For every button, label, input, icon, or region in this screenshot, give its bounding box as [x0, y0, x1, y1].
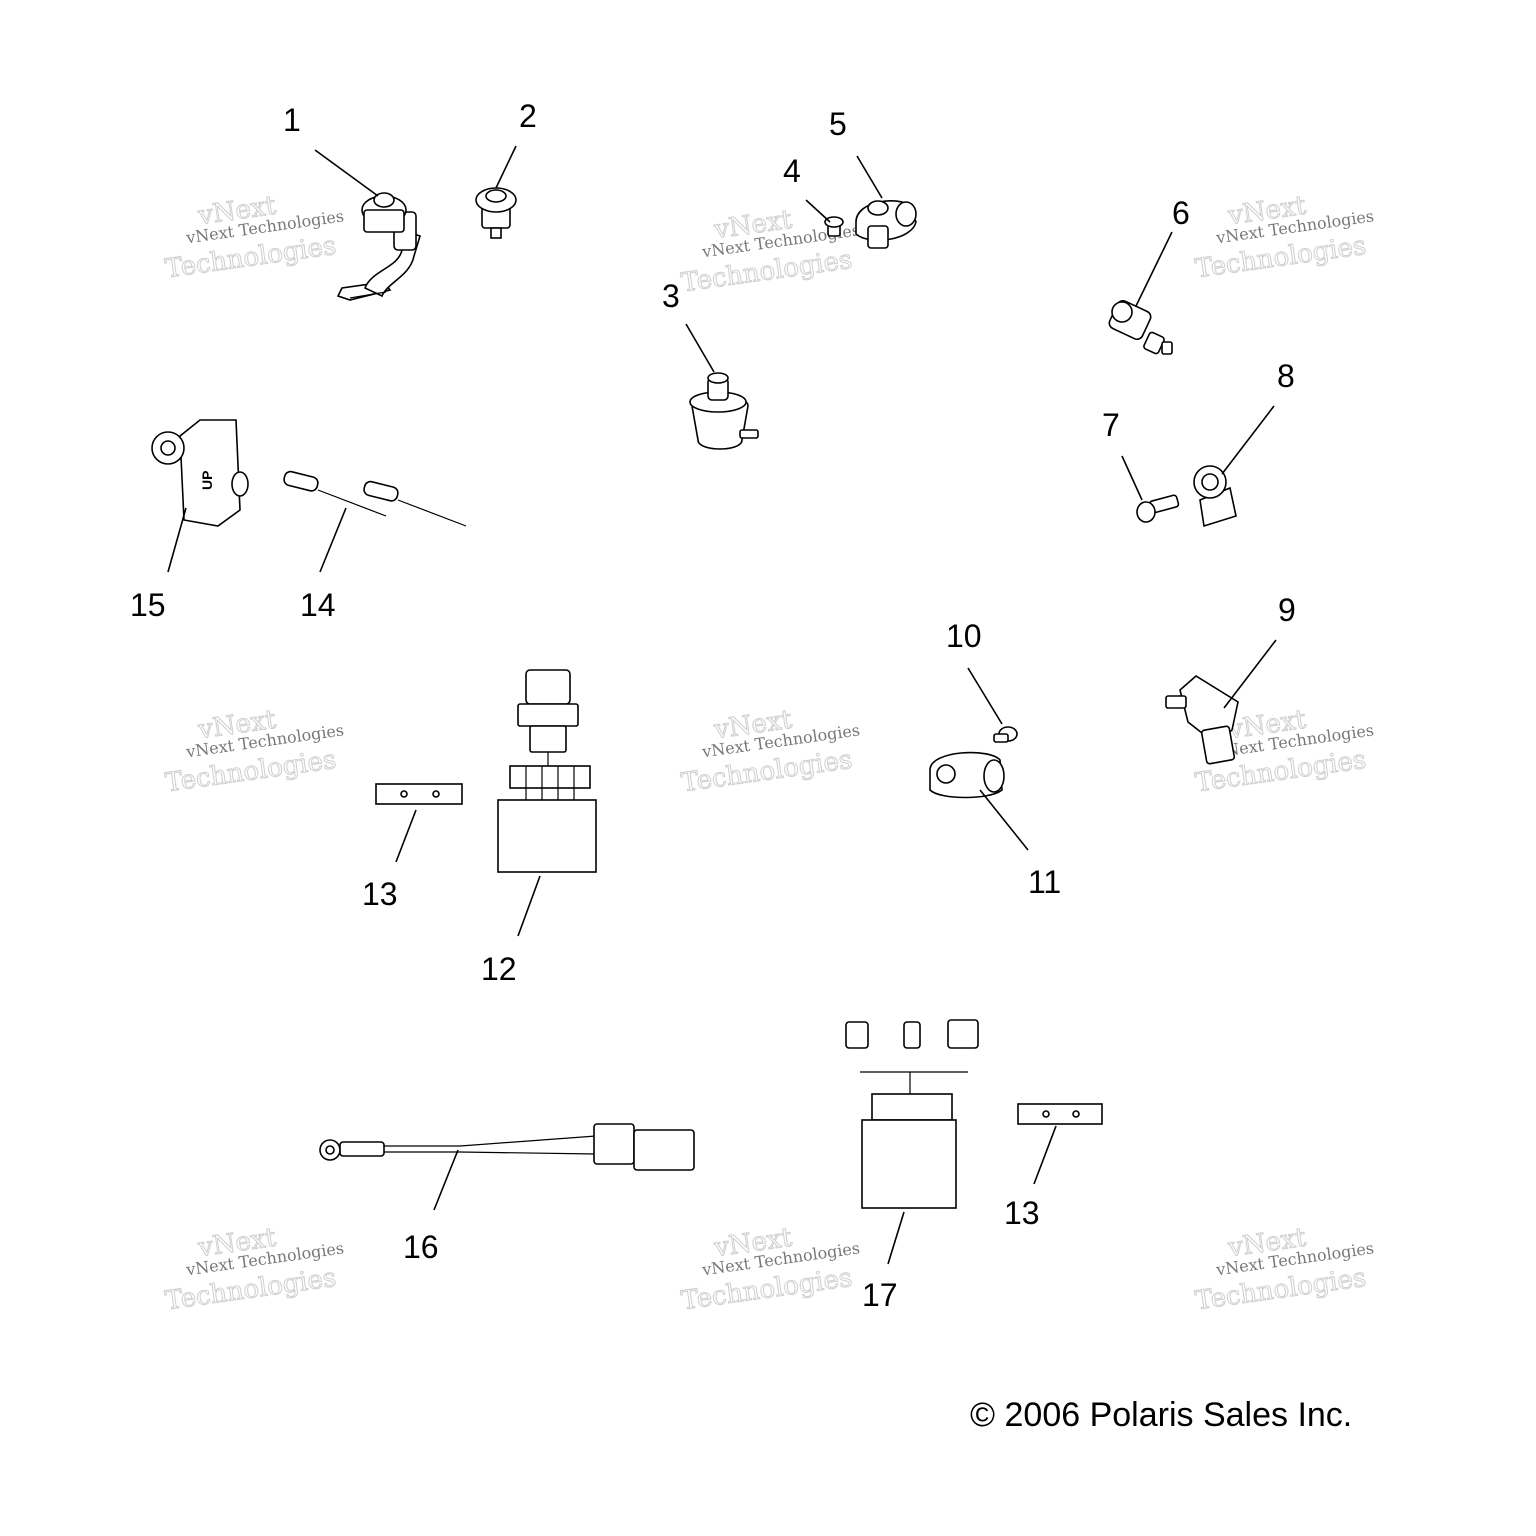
- part-9-pressure-sensor: [1165, 675, 1239, 765]
- watermark-group: Technologies vNext Technologies vNext: [163, 1222, 345, 1317]
- part-13-bracket: [1017, 1103, 1103, 1125]
- part-6-sensor: [1108, 299, 1173, 355]
- part-3-pressure-regulator: [689, 372, 759, 450]
- leader-line: [887, 1211, 905, 1265]
- leader-line: [685, 323, 715, 373]
- callout-9: 9: [1278, 592, 1296, 628]
- part-16-harness-lead: [319, 1123, 695, 1171]
- leader-line: [495, 145, 517, 189]
- part-4-screw: [824, 216, 844, 237]
- part-10-screw: [993, 726, 1018, 743]
- callout-3: 3: [662, 278, 680, 314]
- callout-15: 15: [130, 587, 166, 623]
- part-13-bracket: [375, 783, 463, 805]
- leader-line: [319, 507, 347, 573]
- leader-line: [805, 199, 831, 223]
- part-5-position-sensor: [855, 200, 917, 249]
- part-marking: UP: [199, 471, 215, 490]
- leader-line: [856, 155, 883, 199]
- leader-line: [1033, 1125, 1057, 1185]
- leader-line: [395, 809, 417, 863]
- leader-line: [1221, 405, 1275, 475]
- leader-line: [433, 1149, 459, 1211]
- watermark-group: Technologies vNext Technologies vNext: [163, 190, 345, 285]
- watermark-group: Technologies vNext Technologies vNext: [163, 704, 345, 799]
- callout-16: 16: [403, 1229, 439, 1265]
- leader-line: [1223, 639, 1277, 709]
- copyright-notice: © 2006 Polaris Sales Inc.: [970, 1396, 1352, 1434]
- callout-13: 13: [1004, 1195, 1040, 1231]
- callout-11: 11: [1028, 864, 1061, 900]
- part-12-module: [497, 669, 597, 873]
- callout-12: 12: [481, 951, 517, 987]
- callout-17: 17: [862, 1277, 898, 1313]
- callout-14: 14: [300, 587, 336, 623]
- leader-line: [1121, 455, 1143, 501]
- leader-line: [517, 875, 541, 937]
- leader-line: [167, 507, 187, 573]
- part-1-temperature-sensor: [336, 192, 421, 301]
- callout-1: 1: [283, 102, 301, 138]
- leader-line: [967, 667, 1003, 725]
- part-2-pressure-switch: [475, 187, 517, 239]
- callout-10: 10: [946, 618, 982, 654]
- part-7-bolt: [1136, 494, 1180, 523]
- part-17-module: [845, 1019, 979, 1209]
- leader-line: [314, 149, 379, 197]
- watermark-group: Technologies vNext Technologies vNext: [1193, 1222, 1375, 1317]
- callout-13: 13: [362, 876, 398, 912]
- callout-2: 2: [519, 98, 537, 134]
- callout-8: 8: [1277, 358, 1295, 394]
- watermark-group: Technologies vNext Technologies vNext: [1193, 190, 1375, 285]
- part-14-fuse-leads: [283, 470, 467, 527]
- leader-line: [979, 789, 1029, 851]
- leader-line: [1135, 231, 1173, 307]
- watermark-group: Technologies vNext Technologies vNext: [679, 204, 861, 299]
- part-8-knock-sensor: [1193, 465, 1237, 528]
- watermark-group: Technologies vNext Technologies vNext: [679, 1222, 861, 1317]
- part-11-speed-sensor: [929, 751, 1005, 799]
- watermark-group: Technologies vNext Technologies vNext: [679, 704, 861, 799]
- part-15-sensor-housing: UP: [151, 419, 249, 527]
- callout-4: 4: [783, 153, 801, 189]
- callout-7: 7: [1102, 407, 1120, 443]
- callout-6: 6: [1172, 195, 1190, 231]
- callout-5: 5: [829, 106, 847, 142]
